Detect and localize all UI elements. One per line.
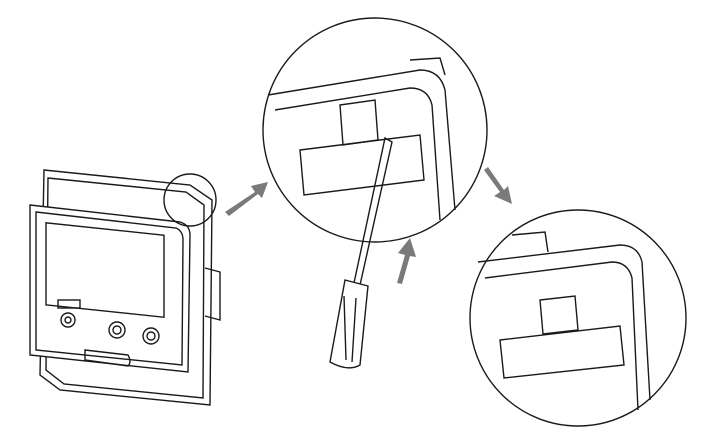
display-screen xyxy=(45,222,165,319)
screwdriver-icon xyxy=(329,136,393,369)
arrow-icon xyxy=(397,238,416,284)
detail-view-released xyxy=(469,209,687,427)
up-button-icon[interactable] xyxy=(108,321,126,339)
arrow-icon xyxy=(484,167,512,204)
detail-circle xyxy=(163,173,217,227)
mode-switch-icon xyxy=(57,299,81,328)
down-button-icon[interactable] xyxy=(142,327,160,345)
thermostat-device xyxy=(29,169,221,406)
detail-view-screwdriver xyxy=(262,17,488,369)
arrow-icon xyxy=(225,182,268,216)
